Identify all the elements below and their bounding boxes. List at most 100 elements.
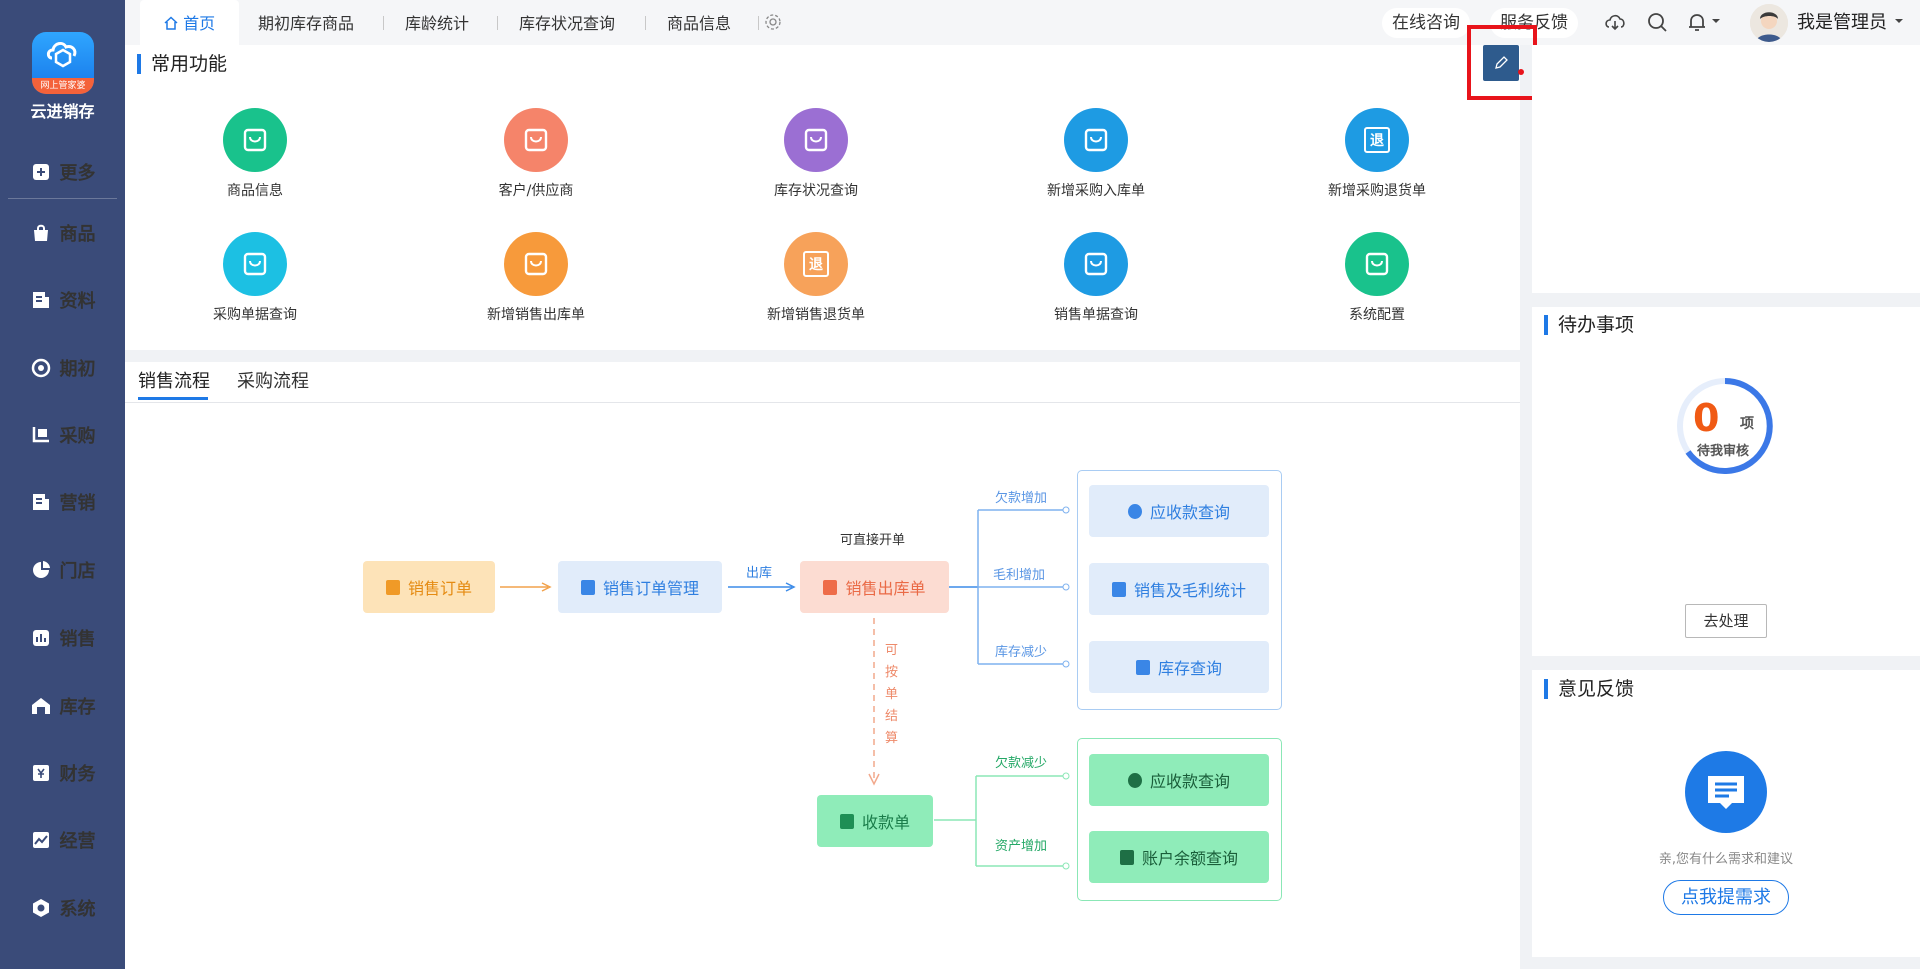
- settle-char: 算: [885, 731, 899, 746]
- shortcut-glyph: [524, 252, 548, 276]
- sidebar-item-label: 门店: [59, 561, 96, 582]
- avatar-image: [1750, 4, 1788, 42]
- shortcut-glyph: [1084, 252, 1108, 276]
- shortcut-house-search[interactable]: 库存状况查询: [726, 108, 906, 200]
- shortcut-building[interactable]: 客户/供应商: [446, 108, 626, 200]
- sidebar-item-9[interactable]: 财务: [0, 753, 125, 793]
- tab-stock-status[interactable]: 库存状况查询: [519, 14, 616, 33]
- sidebar-item-label: 财务: [59, 764, 96, 785]
- sales-order-node[interactable]: 销售订单: [363, 561, 495, 613]
- sidebar-item-label: 期初: [59, 359, 96, 380]
- feedback-title: 意见反馈: [1544, 679, 1634, 699]
- sidebar-item-11[interactable]: 系统: [0, 888, 125, 928]
- receivable-icon: [1127, 503, 1142, 519]
- shortcut-settings-screen[interactable]: 系统配置: [1287, 232, 1467, 324]
- warehouse-icon: [31, 698, 50, 714]
- tab-settings-gear-icon[interactable]: [764, 13, 782, 31]
- user-name[interactable]: 我是管理员: [1797, 12, 1887, 33]
- sales-order-label: 销售订单: [407, 579, 472, 598]
- margin-increase-label: 毛利增加: [993, 568, 1046, 583]
- sidebar-item-7[interactable]: 销售: [0, 618, 125, 658]
- user-menu-chevron-icon[interactable]: [1893, 15, 1905, 27]
- tab-sales-flow[interactable]: 销售流程: [138, 371, 210, 392]
- receipt-node[interactable]: 收款单: [817, 795, 933, 847]
- sales-outbound-node[interactable]: 销售出库单: [800, 561, 949, 613]
- tab-divider: [645, 16, 646, 30]
- sales-profit-stats-node[interactable]: 销售及毛利统计: [1089, 563, 1269, 615]
- sidebar-item-4[interactable]: 采购: [0, 415, 125, 455]
- edit-button[interactable]: [1483, 45, 1519, 81]
- online-consult-button[interactable]: 在线咨询: [1382, 8, 1470, 38]
- outbound-doc-icon: [823, 579, 838, 595]
- tab-divider: [497, 16, 498, 30]
- shortcut-outbound-list[interactable]: 新增销售出库单: [446, 232, 626, 324]
- shortcut-label: 客户/供应商: [498, 183, 574, 199]
- settle-char: 按: [885, 665, 899, 680]
- sales-profit-stats-label: 销售及毛利统计: [1133, 581, 1246, 600]
- tab-purchase-flow[interactable]: 采购流程: [237, 371, 309, 392]
- trend-icon: [32, 832, 49, 848]
- cloud-download-icon[interactable]: [1603, 10, 1627, 34]
- debt-decrease-label: 欠款减少: [995, 756, 1048, 771]
- sales-order-management-node[interactable]: 销售订单管理: [558, 561, 722, 613]
- receivable-2-icon: [1127, 772, 1142, 788]
- tab-home[interactable]: 首页: [140, 0, 240, 45]
- settings-screen-icon: [1345, 232, 1409, 296]
- shortcut-label: 新增销售出库单: [487, 307, 585, 323]
- sidebar-item-label: 营销: [59, 493, 96, 514]
- shortcut-glyph: [804, 128, 828, 152]
- flow-tab-divider: [125, 402, 1520, 403]
- submit-request-button[interactable]: 点我提需求: [1663, 880, 1789, 915]
- tab-product-info[interactable]: 商品信息: [667, 14, 732, 33]
- document-icon: [32, 292, 49, 308]
- sidebar-item-0[interactable]: 更多: [0, 152, 125, 192]
- settle-char: 结: [885, 709, 899, 724]
- tab-opening-stock[interactable]: 期初库存商品: [258, 14, 355, 33]
- sidebar: 网上管家婆 云进销存: [0, 0, 125, 969]
- stock-query-node[interactable]: 库存查询: [1089, 641, 1269, 693]
- shortcut-inbound[interactable]: 新增采购入库单: [1006, 108, 1186, 200]
- wallet-icon: [1119, 849, 1134, 865]
- sidebar-item-5[interactable]: 营销: [0, 482, 125, 522]
- glyph-box: 退: [803, 251, 829, 277]
- shortcut-doc-search[interactable]: 采购单据查询: [165, 232, 345, 324]
- receipt-doc-icon: [839, 813, 854, 829]
- app-logo[interactable]: 网上管家婆: [32, 32, 94, 94]
- go-handle-button[interactable]: 去处理: [1685, 604, 1767, 638]
- sidebar-divider: [8, 198, 117, 199]
- search-icon[interactable]: [1645, 10, 1669, 34]
- asset-increase-label: 资产增加: [995, 839, 1048, 854]
- avatar[interactable]: [1750, 4, 1788, 42]
- sidebar-item-8[interactable]: 库存: [0, 686, 125, 726]
- receivable-query-2-node[interactable]: 应收款查询: [1089, 754, 1269, 806]
- chevron-down-icon[interactable]: [1710, 15, 1722, 27]
- shortcut-sales-search[interactable]: 销售单据查询: [1006, 232, 1186, 324]
- sidebar-item-2[interactable]: 资料: [0, 280, 125, 320]
- shortcut-sales-return[interactable]: 退新增销售退货单: [726, 232, 906, 324]
- shortcut-label: 新增采购入库单: [1047, 183, 1145, 199]
- sidebar-item-3[interactable]: 期初: [0, 348, 125, 388]
- inbound-icon: [1064, 108, 1128, 172]
- shortcut-glyph: [243, 128, 267, 152]
- receivable-query-node[interactable]: 应收款查询: [1089, 485, 1269, 537]
- sidebar-item-10[interactable]: 经营: [0, 820, 125, 860]
- order-mgmt-doc-icon: [580, 579, 595, 595]
- shortcut-return-cart[interactable]: 退新增采购退货单: [1287, 108, 1467, 200]
- sidebar-item-6[interactable]: 门店: [0, 550, 125, 590]
- tab-divider: [383, 16, 384, 30]
- pie-icon: [32, 561, 50, 578]
- bell-icon[interactable]: [1685, 10, 1709, 34]
- settle-char: 可: [885, 643, 899, 658]
- home-icon: [164, 16, 178, 30]
- shortcut-label: 采购单据查询: [213, 307, 297, 323]
- sidebar-item-label: 商品: [59, 224, 96, 245]
- tab-stock-age[interactable]: 库龄统计: [405, 14, 470, 33]
- outbound-list-icon: [504, 232, 568, 296]
- account-balance-node[interactable]: 账户余额查询: [1089, 831, 1269, 883]
- shortcut-shopping-bag[interactable]: 商品信息: [165, 108, 345, 200]
- return-cart-icon: 退: [1345, 108, 1409, 172]
- sales-return-icon: 退: [784, 232, 848, 296]
- shortcut-label: 系统配置: [1349, 307, 1405, 323]
- building-icon: [504, 108, 568, 172]
- sidebar-item-1[interactable]: 商品: [0, 213, 125, 253]
